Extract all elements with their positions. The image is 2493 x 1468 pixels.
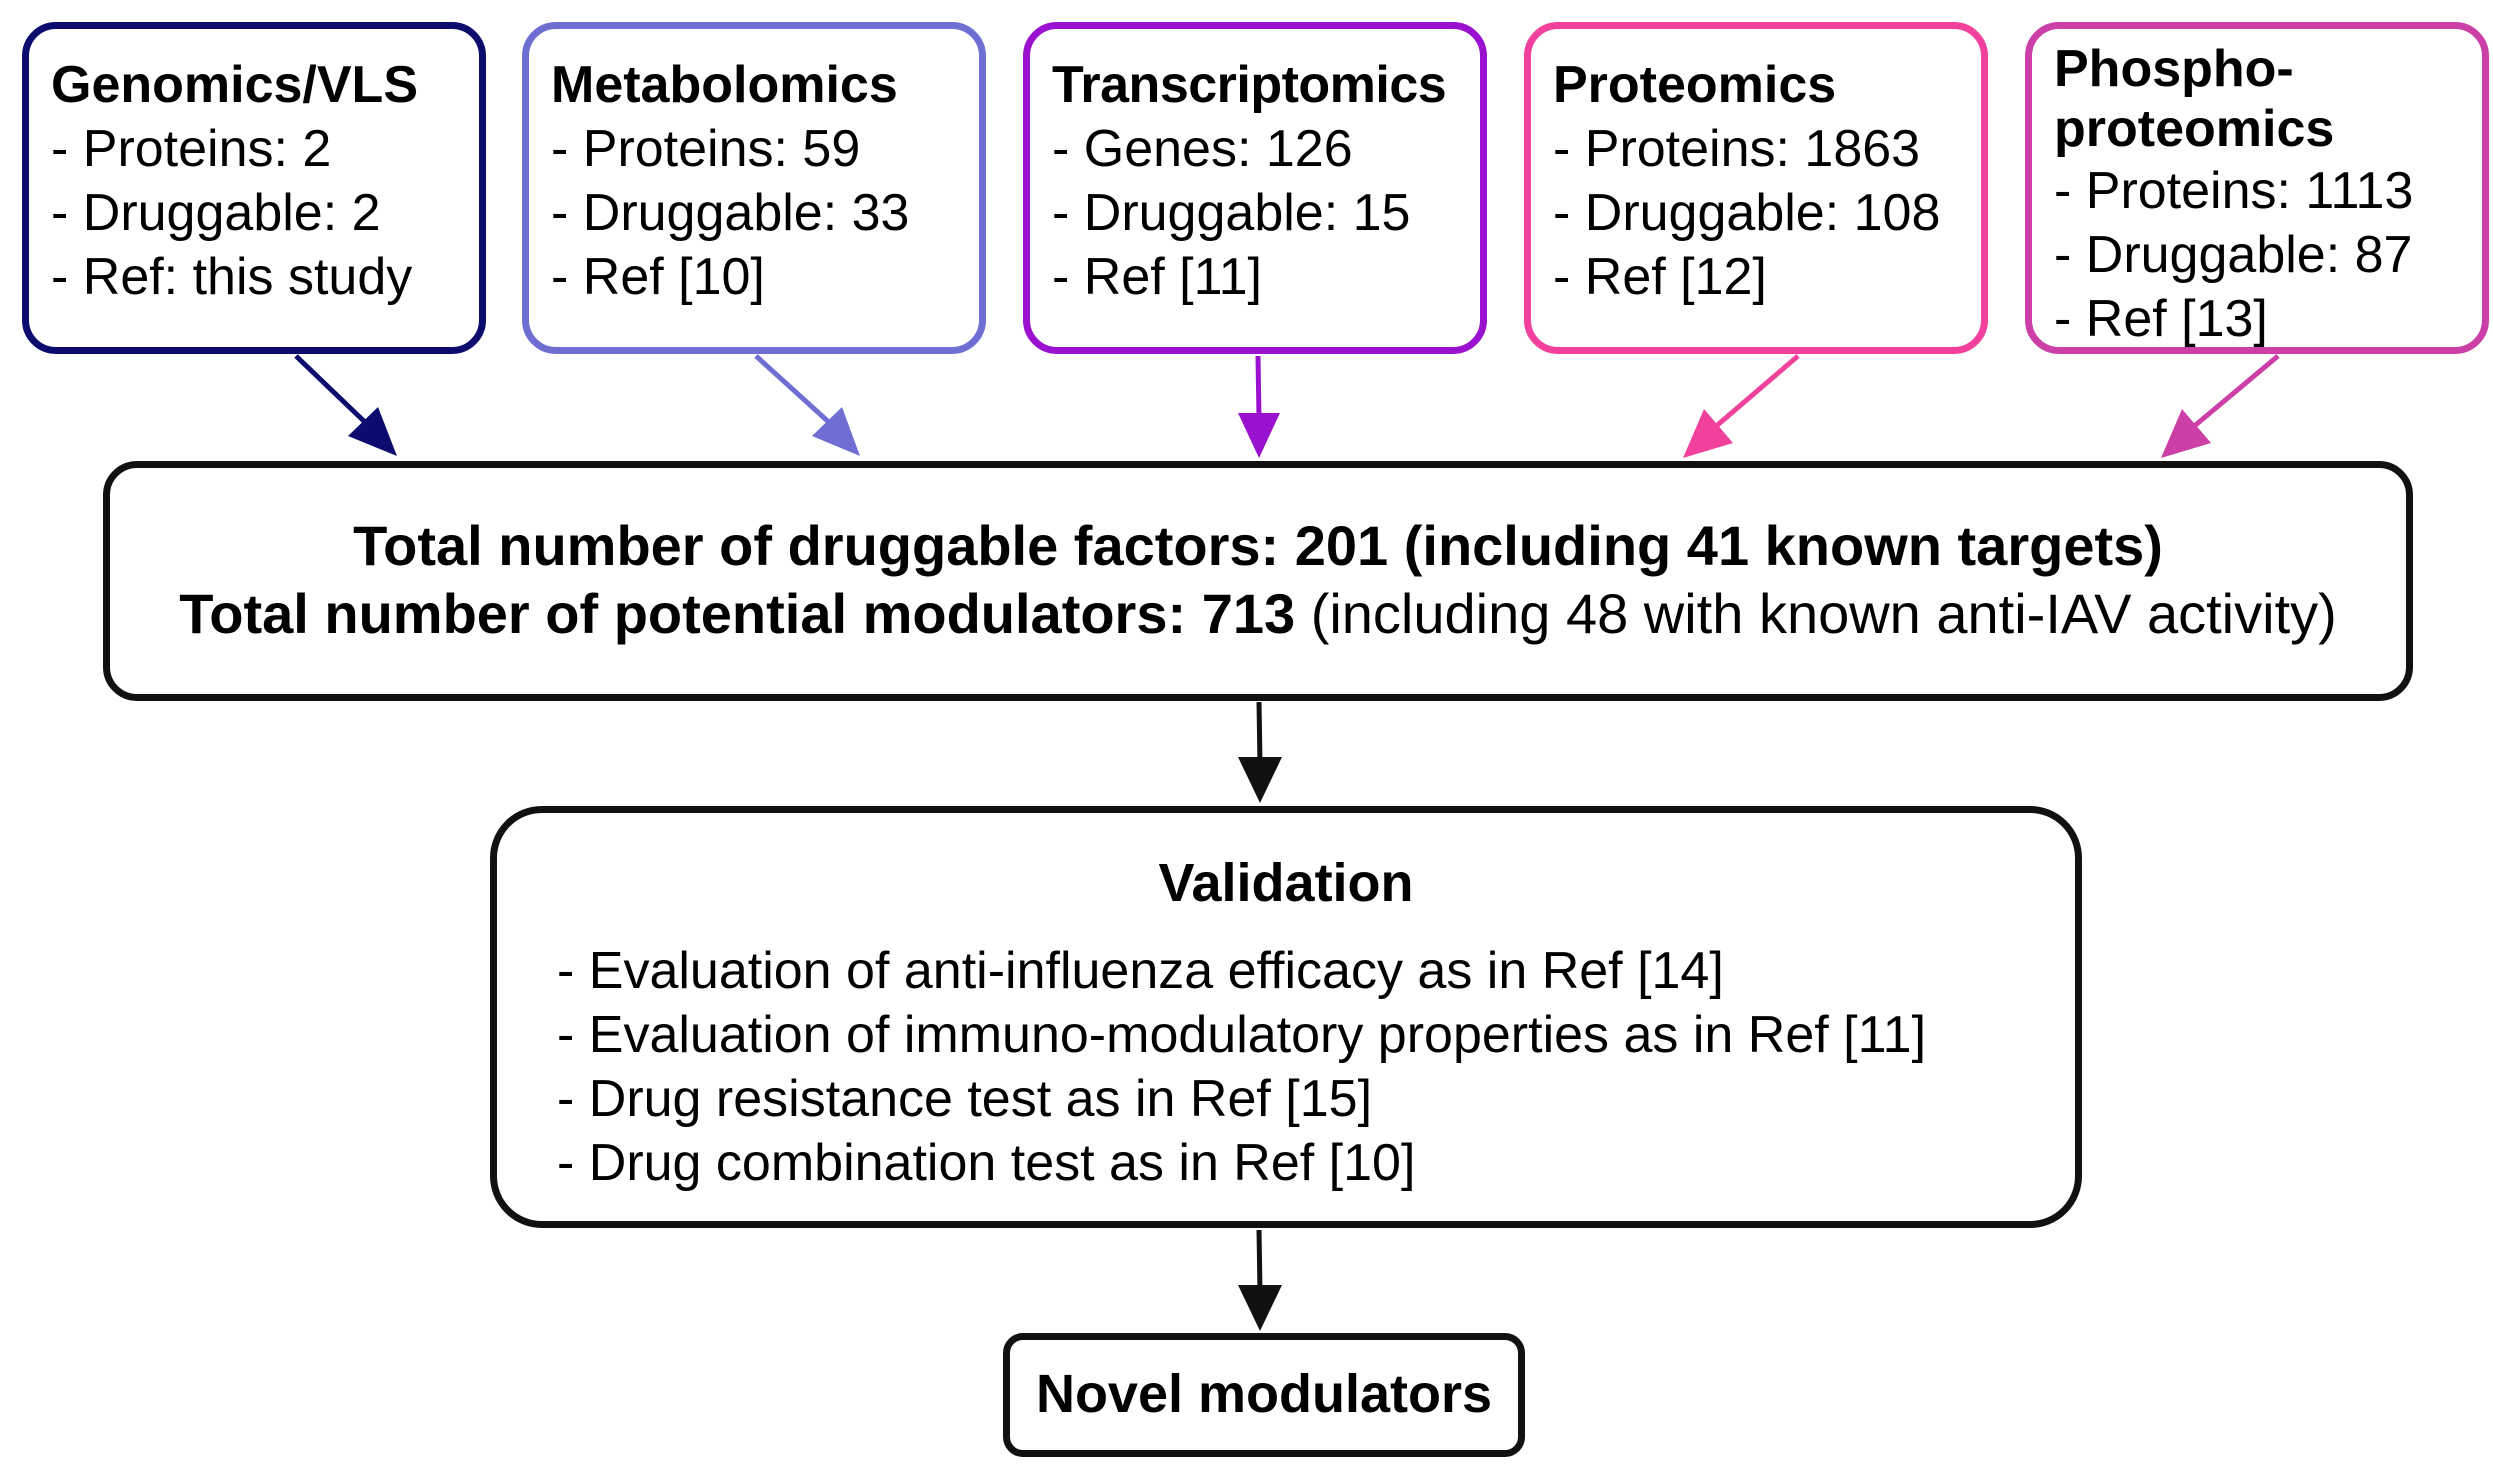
- metabolomics-druggable: - Druggable: 33: [551, 184, 910, 242]
- metabolomics-title: Metabolomics: [551, 56, 898, 114]
- total-summary-box: Total number of druggable factors: 201 (…: [103, 461, 2413, 701]
- genomics-vls-title: Genomics/VLS: [51, 56, 418, 114]
- total-modulators-note: (including 48 with known anti-IAV activi…: [1295, 582, 2337, 645]
- validation-to-result-arrow: [1238, 1229, 1282, 1331]
- phosphoproteomics-druggable: - Druggable: 87: [2054, 226, 2413, 284]
- transcriptomics-genes: - Genes: 126: [1052, 120, 1353, 178]
- metabolomics-box: Metabolomics - Proteins: 59 - Druggable:…: [522, 22, 986, 354]
- total-druggable-factors: Total number of druggable factors: 201 (…: [353, 514, 2163, 577]
- proteomics-title: Proteomics: [1553, 56, 1837, 114]
- proteomics-box: Proteomics - Proteins: 1863 - Druggable:…: [1524, 22, 1988, 354]
- genomics-arrow: [294, 354, 397, 456]
- metabolomics-arrow: [754, 354, 860, 456]
- total-potential-modulators: Total number of potential modulators: 71…: [110, 580, 2406, 648]
- validation-list: - Evaluation of anti-influenza efficacy …: [557, 939, 1926, 1195]
- validation-box: Validation - Evaluation of anti-influenz…: [490, 806, 2082, 1228]
- phosphoproteomics-proteins: - Proteins: 1113: [2054, 162, 2414, 220]
- metabolomics-ref: - Ref [10]: [551, 248, 765, 306]
- genomics-vls-box: Genomics/VLS - Proteins: 2 - Druggable: …: [22, 22, 486, 354]
- validation-item: - Drug resistance test as in Ref [15]: [557, 1070, 1373, 1128]
- transcriptomics-box: Transcriptomics - Genes: 126 - Druggable…: [1023, 22, 1487, 354]
- phosphoproteomics-box: Phospho- proteomics - Proteins: 1113 - D…: [2025, 22, 2489, 354]
- genomics-druggable: - Druggable: 2: [51, 184, 381, 242]
- genomics-proteins: - Proteins: 2: [51, 120, 332, 178]
- proteomics-arrow: [1683, 354, 1800, 458]
- phosphoproteomics-title-line1: Phospho-: [2054, 40, 2294, 98]
- proteomics-ref: - Ref [12]: [1553, 248, 1767, 306]
- metabolomics-proteins: - Proteins: 59: [551, 120, 861, 178]
- validation-item: - Evaluation of anti-influenza efficacy …: [557, 942, 1724, 1000]
- transcriptomics-title: Transcriptomics: [1052, 56, 1447, 114]
- novel-modulators-label: Novel modulators: [1035, 1364, 1493, 1424]
- transcriptomics-ref: - Ref [11]: [1052, 248, 1263, 306]
- total-modulators-count: Total number of potential modulators: 71…: [179, 582, 1296, 645]
- proteomics-proteins: - Proteins: 1863: [1553, 120, 1921, 178]
- transcriptomics-arrow: [1238, 355, 1280, 458]
- novel-modulators-box: Novel modulators: [1003, 1333, 1525, 1457]
- phosphoproteomics-title-line2: proteomics: [2054, 100, 2335, 158]
- validation-item: - Evaluation of immuno-modulatory proper…: [557, 1006, 1927, 1064]
- validation-item: - Drug combination test as in Ref [10]: [557, 1134, 1416, 1192]
- phosphoproteomics-ref: - Ref [13]: [2054, 290, 2268, 348]
- genomics-ref: - Ref: this study: [51, 248, 413, 306]
- validation-title: Validation: [1158, 853, 1414, 913]
- phosphoproteomics-arrow: [2161, 354, 2280, 458]
- total-to-validation-arrow: [1238, 701, 1282, 803]
- proteomics-druggable: - Druggable: 108: [1553, 184, 1941, 242]
- transcriptomics-druggable: - Druggable: 15: [1052, 184, 1411, 242]
